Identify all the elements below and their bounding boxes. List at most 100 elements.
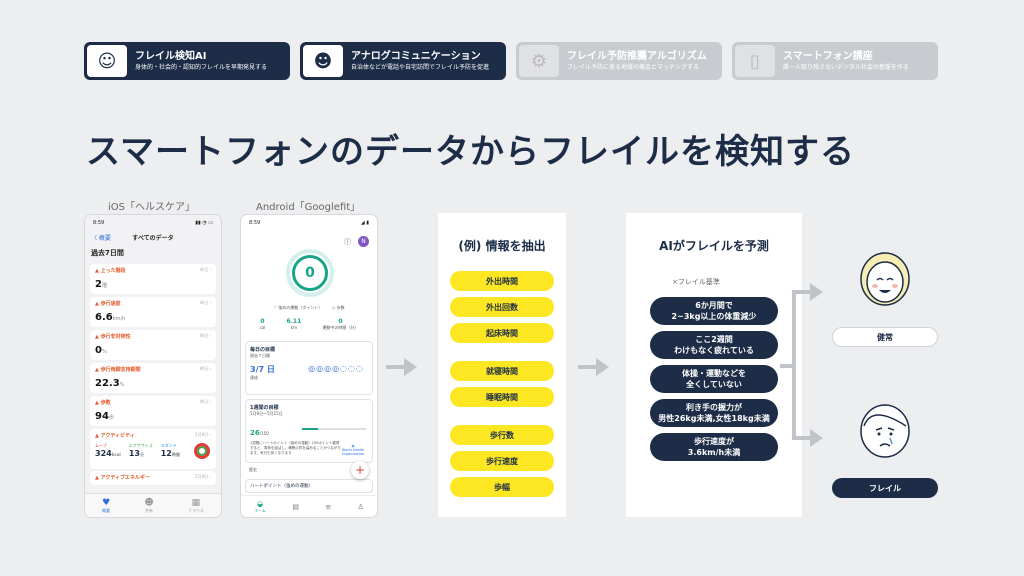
ios-card-double-support[interactable]: ▲ 歩行両脚支持期間昨日 ›22.3% (90, 363, 216, 393)
ios-card-steps[interactable]: ▲ 歩数昨日 ›94歩 (90, 396, 216, 426)
goal-sub: 過去７日間 (250, 353, 270, 358)
criteria-item: 体操・運動などを全くしていない (650, 365, 778, 393)
card-value: 22.3 (95, 378, 120, 389)
card-label: 歩数 (100, 400, 111, 406)
week-sub: 5月9日～5月15日 (250, 411, 283, 416)
criteria-line: 6か月間で (695, 301, 733, 310)
people-icon: ☻ (144, 497, 154, 508)
tab-analog-communication[interactable]: ☻ アナログコミュニケーション自治体などが電話や自宅訪問でフレイル予防を促進 (300, 42, 506, 80)
heart-points-card[interactable]: ハートポイント（強めの運動） (245, 479, 373, 493)
branch-line (792, 292, 796, 440)
arrow-right-icon (810, 429, 823, 447)
card-right: 5月9日 › (195, 474, 211, 479)
legend-label: 強めの運動（ポイント） (278, 305, 323, 310)
activity-ring: 0 (286, 249, 334, 297)
tab-smartphone-course[interactable]: ▯ スマートフォン講座誰一人取り残さないデジタル社会の基盤を作る (732, 42, 938, 80)
daily-goal-card[interactable]: 毎日の目標 過去７日間 3/7 日 達成 ◎◎◎◎◌◌◌ (245, 341, 373, 395)
criteria-line: 2~3kg以上の体重減少 (671, 312, 757, 321)
stat-km-value: 6.11 (286, 318, 302, 325)
week-progress-bar (302, 428, 366, 430)
criteria-label: ×フレイル基準 (672, 278, 720, 286)
profile-icon: ♙ (357, 502, 364, 511)
add-fab-button[interactable]: + (351, 461, 369, 479)
move-label: ムーブ (95, 443, 107, 448)
ios-card-asymmetry[interactable]: ▲ 歩行非対称性昨日 ›0% (90, 330, 216, 360)
activity-rings-icon (194, 443, 210, 459)
arrow-right-icon (596, 358, 609, 376)
card-right: 昨日 › (200, 366, 211, 371)
nav-browse[interactable]: ≡ (325, 503, 331, 511)
criteria-line: 3.6km/h未満 (687, 448, 741, 457)
arrow-bar (386, 365, 404, 369)
extract-item: 歩行数 (450, 425, 554, 445)
criteria-line: ここ2週間 (695, 335, 733, 344)
card-label: 歩行両脚支持期間 (100, 367, 141, 373)
criteria-line: 歩行速度が (694, 437, 734, 446)
card-unit: 階 (101, 283, 107, 289)
extract-item: 外出回数 (450, 297, 554, 317)
card-label: アクティブエネルギー (100, 475, 151, 481)
card-label: 上った階段 (100, 268, 126, 274)
history-label: 歴史 (249, 467, 257, 472)
card-label: 歩行非対称性 (100, 334, 131, 340)
tab-title: フレイル検知AI (135, 50, 207, 62)
tab-subtitle: 自治体などが電話や自宅訪問でフレイル予防を促進 (351, 63, 490, 71)
nav-home[interactable]: ◒ホーム (254, 500, 266, 514)
week-dots: ◎◎◎◎◌◌◌ (308, 364, 364, 373)
stat-cal-value: 0 (260, 318, 265, 325)
card-right: 昨日 › (200, 333, 211, 338)
ios-period: 過去7日間 (91, 249, 124, 257)
card-unit: 歩 (108, 415, 114, 421)
criteria-line: 体操・運動などを (682, 369, 746, 378)
extract-item: 睡眠時間 (450, 387, 554, 407)
ios-tabbar: ♥概要 ☻共有 ▦ブラウズ (85, 493, 221, 517)
tab-share[interactable]: ☻共有 (144, 498, 153, 514)
card-label: アクティビティ (100, 433, 135, 439)
ios-back-link[interactable]: 〈 概要 (91, 235, 111, 242)
ios-card-walk-speed[interactable]: ▲ 歩行速度昨日 ›6.6km/h (90, 297, 216, 327)
arrow-bar (792, 290, 810, 294)
weekly-goal-card[interactable]: 1週間の目標 5月9日～5月15日 26/150 1週間にハートポイント（強めの… (245, 399, 373, 463)
android-time: 8:59 (249, 220, 261, 226)
criteria-item: 6か月間で 2~3kg以上の体重減少 (650, 297, 778, 325)
algorithm-icon: ⚙ (519, 45, 559, 77)
tab-summary[interactable]: ♥概要 (102, 498, 110, 514)
status-icons: ▮▮ ◔ ▭ (195, 220, 213, 226)
criteria-line: 全くしていない (686, 380, 742, 389)
stat-cal-label: cal (259, 325, 266, 330)
card-right: 5月9日 › (195, 432, 211, 437)
avatar[interactable]: N (358, 236, 369, 247)
tab-subtitle: フレイル予防に係る地域の機会とマッチングする (567, 63, 700, 71)
tab-title: アナログコミュニケーション (351, 50, 481, 62)
people-talk-icon: ☻ (303, 45, 343, 77)
info-icon[interactable]: ⓘ (344, 238, 351, 246)
nav-profile[interactable]: ♙ (358, 503, 364, 511)
tab-title: スマートフォン講座 (783, 50, 873, 62)
goal-note: 達成 (250, 375, 258, 380)
extract-item: 外出時間 (450, 271, 554, 291)
criteria-item: 歩行速度が 3.6km/h未満 (650, 433, 778, 461)
card-label: 歩行速度 (100, 301, 121, 307)
tab-recommend-algorithm[interactable]: ⚙ フレイル予防推薦アルゴリズムフレイル予防に係る地域の機会とマッチングする (516, 42, 722, 80)
stat-min-label: 運動中の時間（分） (322, 325, 359, 330)
android-navbar: ◒ホーム ▤ ≡ ♙ (241, 495, 377, 517)
move-value: 324 (95, 449, 112, 458)
legend-steps: ◇ 歩数 (332, 305, 345, 310)
tab-browse[interactable]: ▦ブラウズ (188, 498, 204, 514)
healthy-elder-icon (860, 252, 910, 306)
stat-km-label: km (290, 325, 297, 330)
ios-caption: iOS「ヘルスケア」 (108, 202, 195, 213)
nav-journal[interactable]: ▤ (292, 503, 299, 511)
legend-heart-points: ♡ 強めの運動（ポイント） (273, 305, 323, 310)
ios-time: 8:59 (93, 220, 105, 226)
ios-health-screenshot: 8:59▮▮ ◔ ▭ 〈 概要すべてのデータ 過去7日間 ▲ 上った階段昨日 ›… (84, 214, 222, 518)
card-right: 昨日 › (200, 300, 211, 305)
ios-card-stairs[interactable]: ▲ 上った階段昨日 ›2階 (90, 264, 216, 294)
week-value: 26 (250, 429, 260, 437)
nav-label: ホーム (254, 507, 267, 513)
week-text: 1週間にハートポイント（強めの運動）150ポイント獲得すると、寿命を延ばし、睡眠… (250, 441, 341, 455)
